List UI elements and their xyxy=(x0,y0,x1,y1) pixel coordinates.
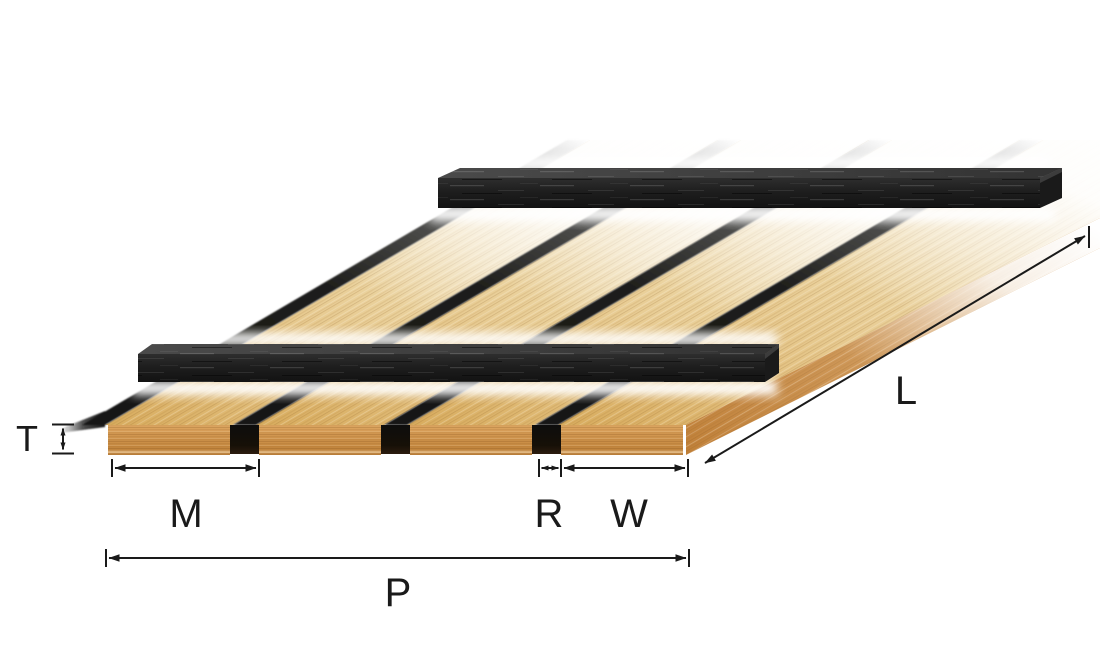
batten-end-face-edge xyxy=(1040,168,1062,183)
batten-top xyxy=(430,157,1062,221)
batten-glow xyxy=(132,333,777,345)
dimension-slat-width: W xyxy=(563,459,689,536)
batten-glow xyxy=(430,207,1055,221)
dimension-module: M xyxy=(111,459,260,536)
label-W: W xyxy=(610,492,648,536)
slat-front-face xyxy=(259,425,381,455)
front-gap xyxy=(230,425,259,454)
batten-bottom xyxy=(132,333,779,395)
dimension-panel-width: P xyxy=(105,549,690,615)
batten-top-face-streaks xyxy=(138,344,779,354)
dimension-line xyxy=(704,235,1086,464)
label-L: L xyxy=(895,369,917,413)
front-gap xyxy=(532,425,561,454)
label-M: M xyxy=(169,492,202,536)
front-gap xyxy=(381,425,410,454)
batten-front-face-streaks xyxy=(138,354,765,382)
slat-front-face xyxy=(561,425,683,455)
slat-front-face xyxy=(108,425,230,455)
batten-top-face-streaks xyxy=(438,168,1062,178)
label-R: R xyxy=(535,492,564,536)
dimension-gap: R xyxy=(535,459,564,536)
dimension-length: L xyxy=(704,226,1090,464)
batten-glow xyxy=(132,381,777,395)
label-P: P xyxy=(385,571,412,615)
felt-strip-tip xyxy=(60,411,105,433)
batten-glow xyxy=(430,157,1050,169)
slat-front-faces xyxy=(108,425,683,455)
slat-front-face xyxy=(410,425,532,455)
batten-front-face-streaks xyxy=(438,178,1040,208)
dimension-thickness: T xyxy=(16,418,74,459)
label-T: T xyxy=(16,418,38,459)
